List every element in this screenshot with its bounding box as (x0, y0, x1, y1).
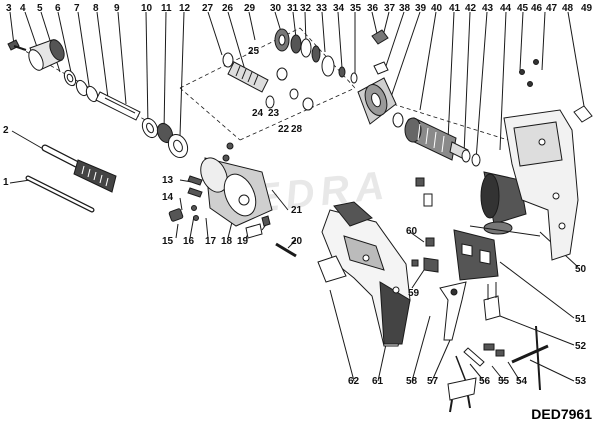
part-label-60: 60 (406, 226, 418, 237)
part-label-41: 41 (449, 3, 461, 14)
part-label-53: 53 (575, 376, 587, 387)
part-label-13: 13 (162, 175, 174, 186)
part-label-31: 31 (287, 3, 299, 14)
part-label-29: 29 (244, 3, 256, 14)
part-label-15: 15 (162, 236, 174, 247)
part-label-44: 44 (500, 3, 512, 14)
part-label-8: 8 (93, 3, 99, 14)
part-label-3: 3 (6, 3, 12, 14)
drill-chuck (28, 39, 65, 71)
part-label-25: 25 (248, 46, 260, 57)
part-label-54: 54 (516, 376, 528, 387)
part-label-7: 7 (74, 3, 80, 14)
part-label-16: 16 (183, 236, 195, 247)
part-label-14: 14 (162, 192, 174, 203)
part-label-28: 28 (291, 124, 303, 135)
part-label-51: 51 (575, 314, 587, 325)
part-label-49: 49 (581, 3, 593, 14)
model-code: DED7961 (531, 406, 592, 422)
part-label-32: 32 (300, 3, 312, 14)
part-label-33: 33 (316, 3, 328, 14)
part-label-26: 26 (222, 3, 234, 14)
stator (480, 171, 527, 225)
motor-end-plate (357, 77, 397, 125)
part-label-62: 62 (348, 376, 360, 387)
part-label-5: 5 (37, 3, 43, 14)
part-label-4: 4 (20, 3, 26, 14)
part-label-17: 17 (205, 236, 217, 247)
side-handle (41, 144, 117, 193)
part-label-34: 34 (333, 3, 345, 14)
part-label-37: 37 (384, 3, 396, 14)
part-label-43: 43 (482, 3, 494, 14)
part-label-10: 10 (141, 3, 153, 14)
part-label-2: 2 (3, 125, 9, 136)
part-label-58: 58 (406, 376, 418, 387)
part-label-24: 24 (252, 108, 264, 119)
part-label-45: 45 (517, 3, 529, 14)
armature (404, 117, 481, 167)
part-label-9: 9 (114, 3, 120, 14)
part-label-6: 6 (55, 3, 61, 14)
part-label-21: 21 (291, 205, 303, 216)
trigger-switch (453, 229, 499, 281)
part-label-38: 38 (399, 3, 411, 14)
part-label-52: 52 (575, 341, 587, 352)
part-label-59: 59 (408, 288, 420, 299)
part-label-23: 23 (268, 108, 280, 119)
part-label-30: 30 (270, 3, 282, 14)
power-plug (447, 355, 477, 413)
part-label-27: 27 (202, 3, 214, 14)
gear-housing (200, 157, 273, 227)
part-label-18: 18 (221, 236, 233, 247)
part-label-11: 11 (161, 3, 172, 14)
part-label-48: 48 (562, 3, 574, 14)
part-label-39: 39 (415, 3, 427, 14)
part-label-1: 1 (3, 177, 9, 188)
part-label-61: 61 (372, 376, 384, 387)
part-label-42: 42 (465, 3, 477, 14)
part-label-12: 12 (179, 3, 191, 14)
part-label-55: 55 (498, 376, 510, 387)
part-label-35: 35 (350, 3, 362, 14)
part-label-50: 50 (575, 264, 587, 275)
part-label-47: 47 (546, 3, 558, 14)
part-label-56: 56 (479, 376, 491, 387)
drill-body-half (317, 201, 411, 347)
spindle (95, 91, 141, 121)
part-label-46: 46 (531, 3, 543, 14)
part-label-19: 19 (237, 236, 249, 247)
intermediate-shaft (227, 61, 269, 93)
part-label-40: 40 (431, 3, 443, 14)
motor-housing-half (503, 59, 593, 261)
gear-29 (274, 28, 290, 52)
part-label-20: 20 (291, 236, 303, 247)
cord-guard (439, 281, 467, 341)
part-label-36: 36 (367, 3, 379, 14)
part-label-22: 22 (278, 124, 290, 135)
part-label-57: 57 (427, 376, 439, 387)
